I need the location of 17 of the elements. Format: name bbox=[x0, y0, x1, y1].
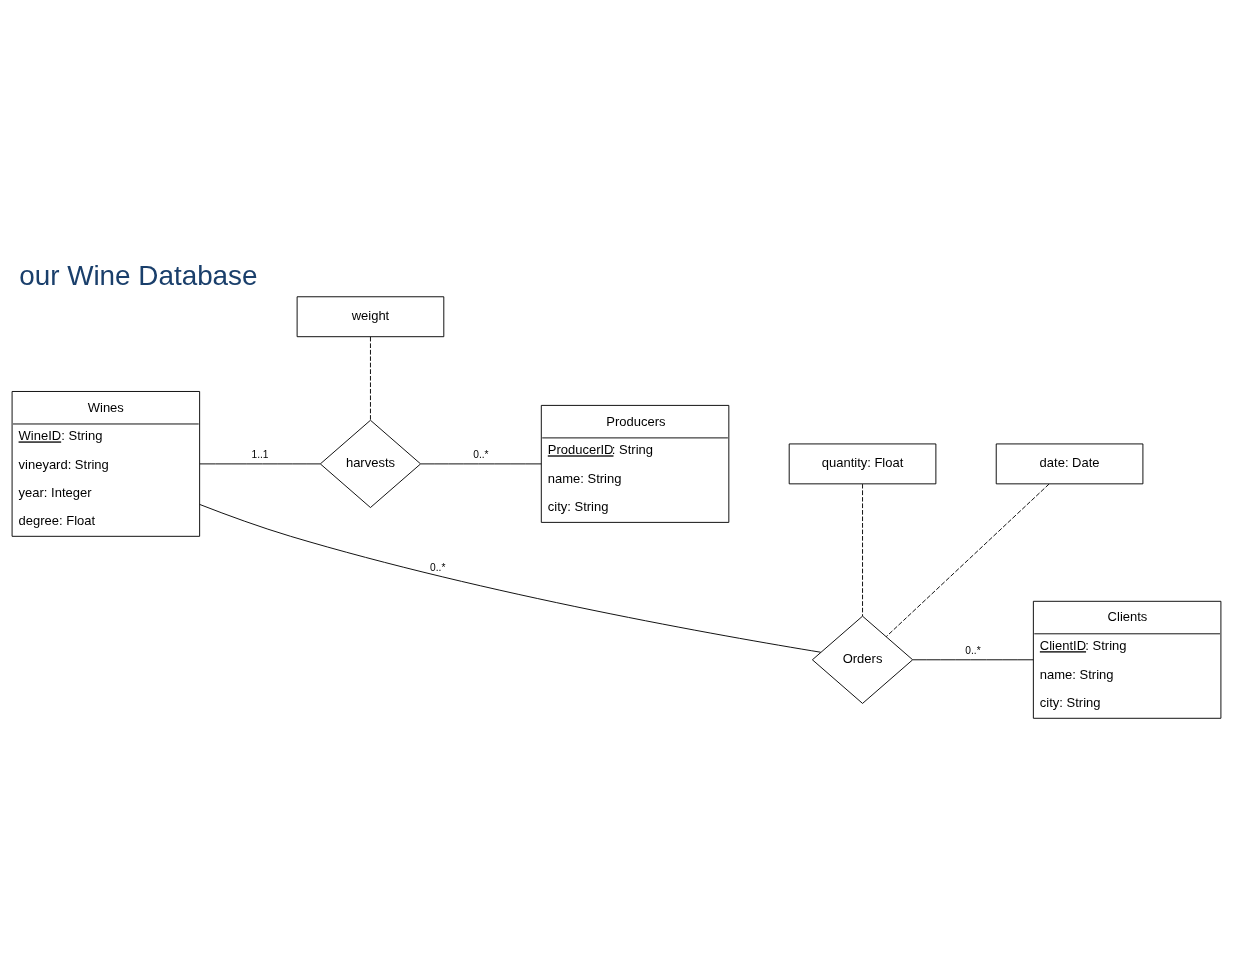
connector bbox=[885, 483, 1050, 638]
connector bbox=[199, 504, 822, 653]
edge-label: 1..1 bbox=[251, 449, 269, 461]
node-box: weight bbox=[296, 296, 445, 338]
node-box: date: Date bbox=[995, 443, 1144, 485]
diagram-title: our Wine Database bbox=[19, 259, 258, 291]
edge-label: 0..* bbox=[965, 645, 981, 657]
node-diamond: Orders bbox=[811, 615, 914, 704]
connector bbox=[420, 463, 542, 465]
node-box: quantity: Float bbox=[788, 443, 937, 485]
connector bbox=[370, 336, 371, 421]
edge-label: 0..* bbox=[473, 449, 489, 461]
edge-label: 0..* bbox=[430, 562, 446, 574]
node-diamond: harvests bbox=[319, 419, 422, 508]
connector bbox=[912, 659, 1034, 661]
connector bbox=[199, 463, 321, 465]
connector bbox=[862, 483, 863, 617]
